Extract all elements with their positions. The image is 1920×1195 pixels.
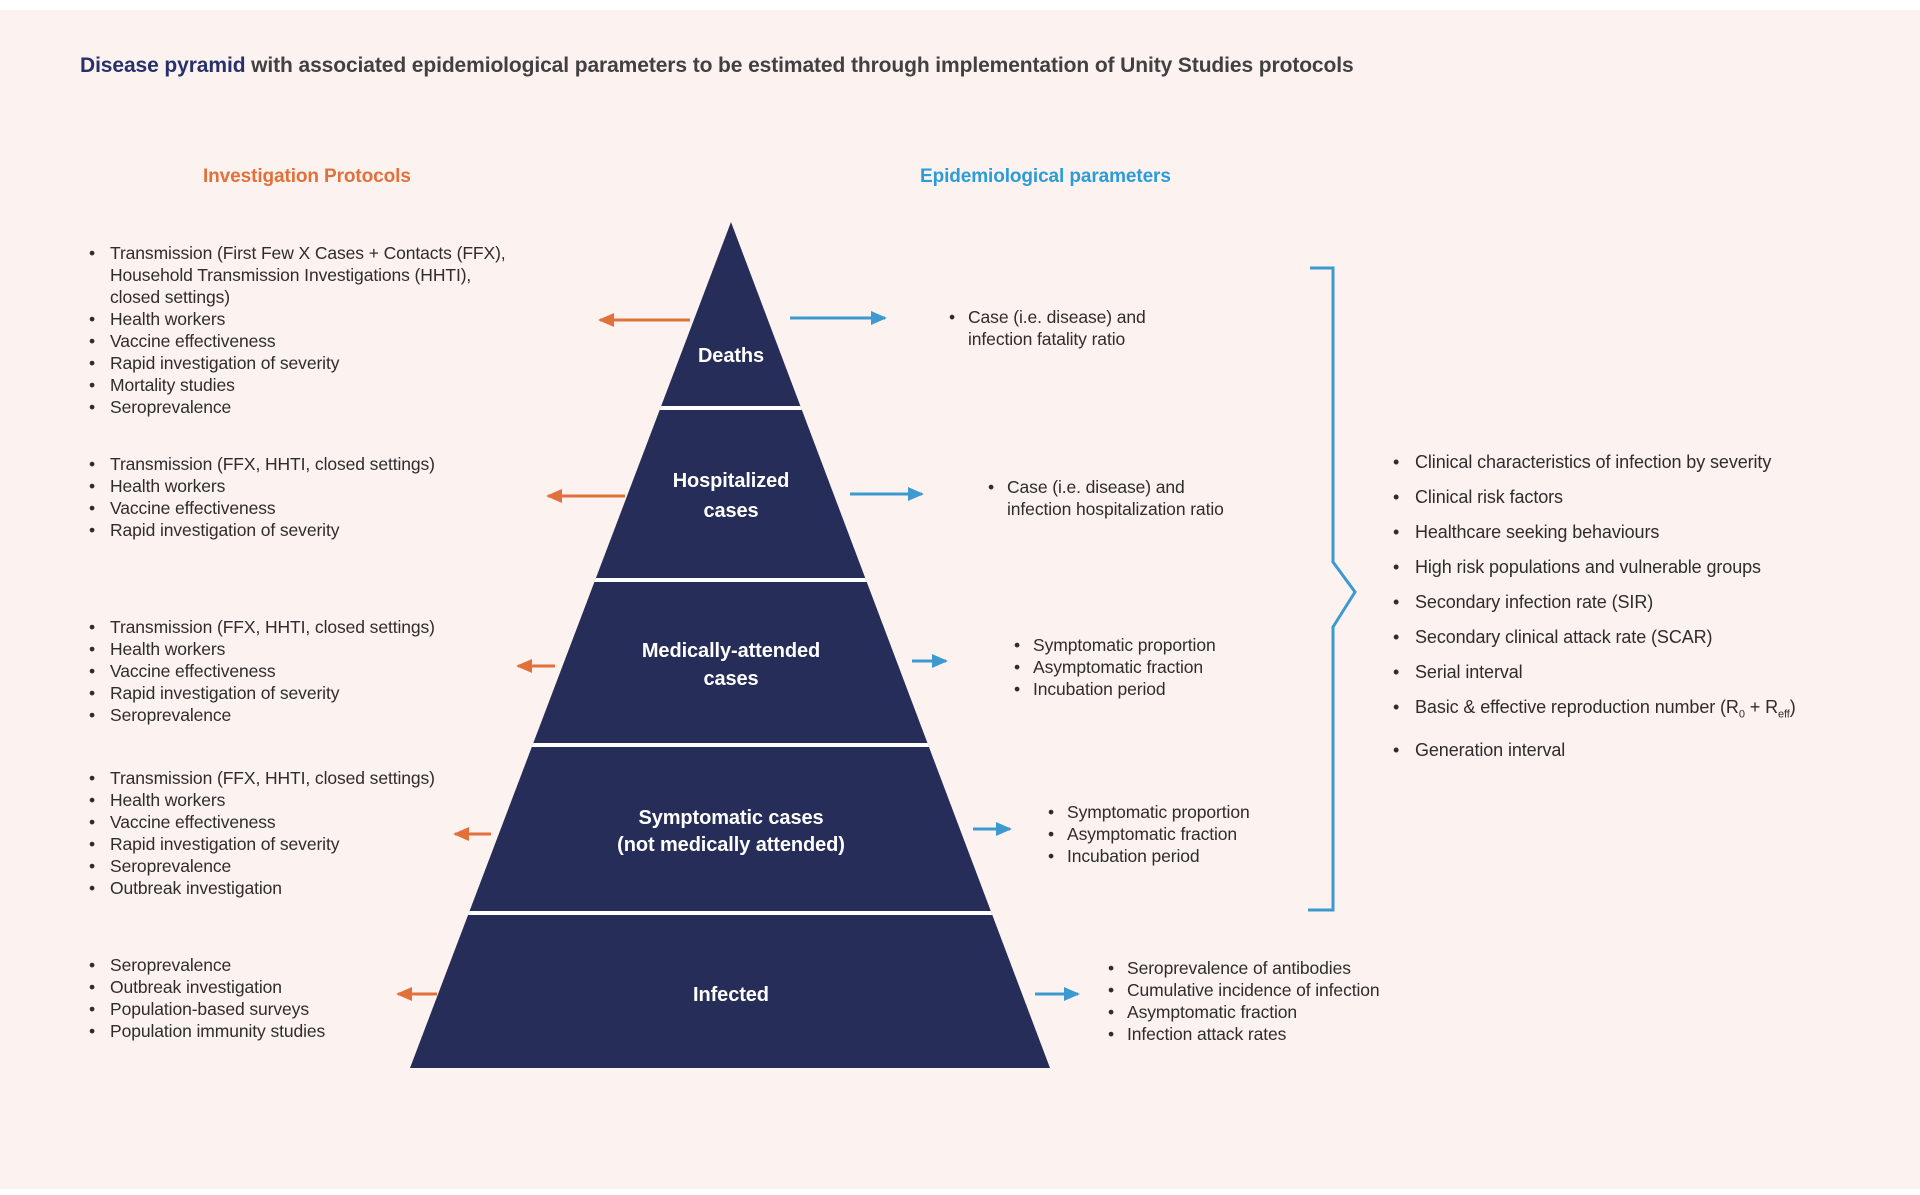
- figure-title-rest: with associated epidemiological paramete…: [245, 54, 1354, 77]
- list-item: Asymptomatic fraction: [1008, 656, 1308, 678]
- list-item: Health workers: [83, 308, 513, 330]
- parameters-list-infected: Seroprevalence of antibodiesCumulative i…: [1102, 957, 1462, 1045]
- list-item: Basic & effective reproduction number (R…: [1389, 690, 1899, 733]
- pyramid-shape: [410, 222, 1050, 1068]
- list-item: Health workers: [83, 475, 513, 497]
- protocol-arrows: [396, 313, 690, 1001]
- top-white-strip: [0, 0, 1920, 10]
- list-item: Transmission (FFX, HHTI, closed settings…: [83, 453, 513, 475]
- list-item: High risk populations and vulnerable gro…: [1389, 550, 1899, 585]
- list-item: Secondary clinical attack rate (SCAR): [1389, 620, 1899, 655]
- list-item: Transmission (FFX, HHTI, closed settings…: [83, 616, 513, 638]
- protocols-list-medically-attended: Transmission (FFX, HHTI, closed settings…: [83, 616, 513, 726]
- list-item: Vaccine effectiveness: [83, 330, 513, 352]
- level-label-medically-2: cases: [703, 668, 758, 690]
- list-item: Infection attack rates: [1102, 1023, 1462, 1045]
- list-item: Outbreak investigation: [83, 976, 513, 998]
- list-item: Health workers: [83, 638, 513, 660]
- list-item: Symptomatic proportion: [1008, 634, 1308, 656]
- list-item: Incubation period: [1042, 845, 1342, 867]
- list-item: Transmission (First Few X Cases + Contac…: [83, 242, 513, 308]
- level-label-hospitalized-2: cases: [703, 500, 758, 522]
- shared-parameters-list: Clinical characteristics of infection by…: [1389, 445, 1899, 768]
- list-item: Serial interval: [1389, 655, 1899, 690]
- list-item: Symptomatic proportion: [1042, 801, 1342, 823]
- protocols-list-hospitalized: Transmission (FFX, HHTI, closed settings…: [83, 453, 513, 541]
- list-item: Healthcare seeking behaviours: [1389, 515, 1899, 550]
- level-label-hospitalized-1: Hospitalized: [673, 470, 790, 492]
- list-item: Transmission (FFX, HHTI, closed settings…: [83, 767, 513, 789]
- list-item: Seroprevalence: [83, 396, 513, 418]
- list-item: Rapid investigation of severity: [83, 833, 513, 855]
- list-item: Asymptomatic fraction: [1102, 1001, 1462, 1023]
- list-item: Rapid investigation of severity: [83, 682, 513, 704]
- list-item: Vaccine effectiveness: [83, 497, 513, 519]
- protocols-list-infected: SeroprevalenceOutbreak investigationPopu…: [83, 954, 513, 1042]
- list-item: Seroprevalence: [83, 954, 513, 976]
- level-label-deaths: Deaths: [698, 345, 764, 367]
- list-item: Mortality studies: [83, 374, 513, 396]
- list-item: Cumulative incidence of infection: [1102, 979, 1462, 1001]
- list-item: Health workers: [83, 789, 513, 811]
- investigation-protocols-header: Investigation Protocols: [203, 166, 411, 187]
- list-item: Seroprevalence: [83, 855, 513, 877]
- protocols-list-symptomatic: Transmission (FFX, HHTI, closed settings…: [83, 767, 513, 899]
- parameters-list-symptomatic: Symptomatic proportionAsymptomatic fract…: [1042, 801, 1342, 867]
- list-item: Incubation period: [1008, 678, 1308, 700]
- list-item: Clinical risk factors: [1389, 480, 1899, 515]
- figure-title: Disease pyramid with associated epidemio…: [80, 54, 1354, 78]
- bottom-white-strip: [0, 1189, 1920, 1195]
- list-item: Asymptomatic fraction: [1042, 823, 1342, 845]
- list-item: Outbreak investigation: [83, 877, 513, 899]
- list-item: Population immunity studies: [83, 1020, 513, 1042]
- list-item: Clinical characteristics of infection by…: [1389, 445, 1899, 480]
- level-label-infected: Infected: [693, 984, 769, 1006]
- level-label-medically-1: Medically-attended: [642, 640, 820, 662]
- level-label-symptomatic-1: Symptomatic cases: [638, 807, 823, 829]
- figure-title-highlight: Disease pyramid: [80, 54, 246, 77]
- list-item: Rapid investigation of severity: [83, 352, 513, 374]
- list-item: Vaccine effectiveness: [83, 811, 513, 833]
- list-item: Seroprevalence of antibodies: [1102, 957, 1462, 979]
- list-item: Secondary infection rate (SIR): [1389, 585, 1899, 620]
- epidemiological-parameters-header: Epidemiological parameters: [920, 166, 1171, 187]
- list-item: Population-based surveys: [83, 998, 513, 1020]
- list-item: Vaccine effectiveness: [83, 660, 513, 682]
- parameter-arrows: [790, 311, 1080, 1001]
- list-item: Generation interval: [1389, 733, 1899, 768]
- list-item: Rapid investigation of severity: [83, 519, 513, 541]
- protocols-list-deaths: Transmission (First Few X Cases + Contac…: [83, 242, 513, 418]
- list-item: Seroprevalence: [83, 704, 513, 726]
- shared-parameters-bracket: [1308, 266, 1357, 912]
- pyramid-level-labels: Deaths Hospitalized cases Medically-atte…: [617, 345, 845, 1006]
- parameters-list-medically-attended: Symptomatic proportionAsymptomatic fract…: [1008, 634, 1308, 700]
- level-label-symptomatic-2: (not medically attended): [617, 834, 845, 856]
